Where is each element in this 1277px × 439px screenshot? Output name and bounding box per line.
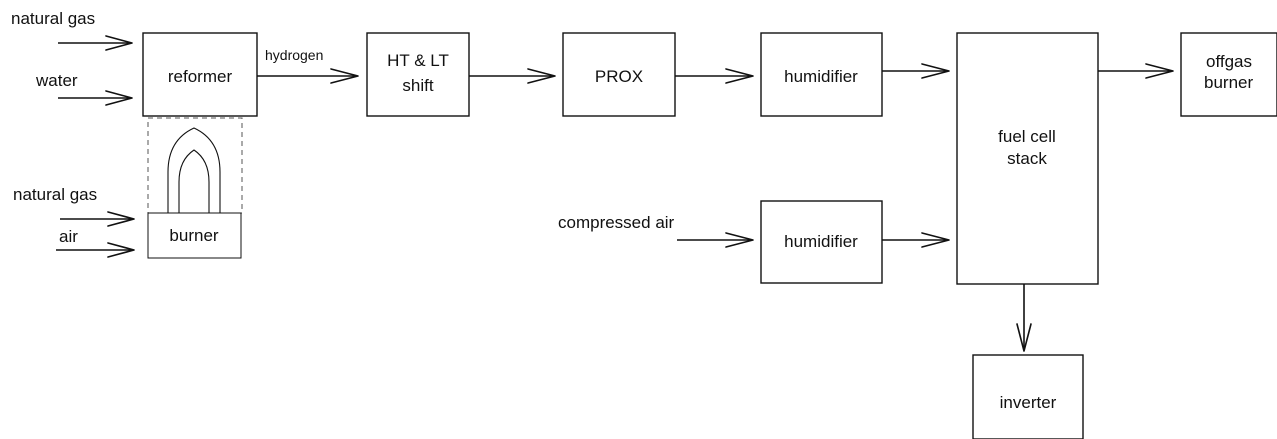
arrow-natural-gas-to-reformer [58,35,133,51]
arrow-air-to-burner [56,242,135,258]
reformer-label: reformer [168,67,233,86]
burner-box [147,212,242,259]
shift-box [366,32,470,117]
burner-label: burner [169,226,218,245]
arrow-stack-to-inverter [1016,284,1032,352]
reformer-box [142,32,258,117]
input-label-natural-gas-burner: natural gas [13,185,97,204]
arrow-stack-to-offgas-burner [1098,63,1174,79]
input-label-compressed-air: compressed air [558,213,675,232]
arrow-water-to-reformer [58,90,133,106]
arrow-humidifier-to-stack-air [882,232,950,248]
arrow-humidifier-to-stack-fuel [882,63,950,79]
flow-label-hydrogen: hydrogen [265,47,323,63]
fuel-cell-stack-box [956,32,1099,285]
humidifier-fuel-box [760,32,883,117]
input-label-air: air [59,227,78,246]
reformer-burner-enclosure [147,117,243,214]
fuel-cell-stack-label-line2: stack [1007,149,1047,168]
fuel-cell-stack-label-line1: fuel cell [998,127,1056,146]
prox-label: PROX [595,67,643,86]
offgas-burner-label-line1: offgas [1206,52,1252,71]
humidifier-fuel-label: humidifier [784,67,858,86]
arrow-prox-to-humidifier [675,68,754,84]
inverter-label: inverter [1000,393,1057,412]
prox-box [562,32,676,117]
offgas-burner-label-line2: burner [1204,73,1253,92]
offgas-burner-box [1180,32,1277,117]
arrow-natural-gas-to-burner [60,211,135,227]
arrow-reformer-to-shift [257,68,359,84]
inverter-box [972,354,1084,439]
shift-label-line2: shift [402,76,433,95]
flame-icon [167,127,221,213]
input-label-natural-gas: natural gas [11,9,95,28]
arrow-shift-to-prox [469,68,556,84]
humidifier-air-box [760,200,883,284]
arrow-compressed-air-to-humidifier [677,232,754,248]
input-label-water: water [35,71,78,90]
shift-label-line1: HT & LT [387,51,449,70]
humidifier-air-label: humidifier [784,232,858,251]
